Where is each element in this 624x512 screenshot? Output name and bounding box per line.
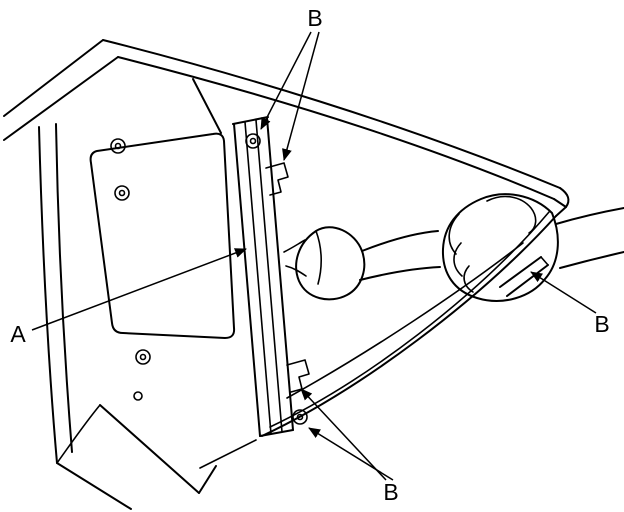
bar-edge <box>233 123 261 437</box>
bottom-clip <box>286 359 310 393</box>
roof-rail-tip <box>553 187 570 208</box>
sill-line-2 <box>99 404 200 494</box>
sill-line-1 <box>56 462 132 510</box>
finger-line <box>463 265 474 293</box>
grommet-icon <box>114 185 130 201</box>
glass-run-channel <box>261 206 567 437</box>
finger-line <box>448 213 460 255</box>
sill-line-4 <box>56 404 101 464</box>
division-bar-a <box>232 116 310 437</box>
window-opening <box>89 132 236 339</box>
top-bolt-icon <box>249 137 257 145</box>
seal-strip <box>283 226 549 301</box>
callout-b-top-leader-2 <box>282 31 320 161</box>
sill-line-3 <box>198 465 217 494</box>
arm-top-line <box>555 207 624 225</box>
thumb-line <box>486 195 537 234</box>
bar-top-cap <box>232 116 269 125</box>
grommet-icon <box>139 353 147 361</box>
callout-b-bottom-label: B <box>383 479 398 505</box>
callout-b-right-label: B <box>594 311 609 337</box>
channel-inner-frame <box>286 242 524 399</box>
body-line-left-outer <box>38 126 58 464</box>
callout-b-top-leader-1 <box>260 31 312 130</box>
callouts: B A B B <box>10 5 609 505</box>
callout-a-label: A <box>10 321 26 347</box>
grommet-icon <box>135 349 151 365</box>
bar-groove <box>244 121 272 435</box>
grommet-icon <box>133 391 143 401</box>
top-bolt-icon <box>245 133 261 149</box>
vehicle-body-outline <box>3 39 570 510</box>
grommet-icon <box>118 189 126 197</box>
grommet-icon <box>114 142 122 150</box>
channel-lower-edge-outer <box>261 215 557 437</box>
roof-rail-outer <box>102 39 561 189</box>
seal-funnel-bottom <box>285 265 307 277</box>
callout-b-bottom-leader-1 <box>300 388 387 481</box>
pillar-line-outer <box>3 39 104 117</box>
panel-grommets <box>110 138 151 401</box>
seal-end-tip <box>540 256 549 266</box>
bar-edge <box>266 117 294 431</box>
seal-run-bottom <box>359 266 441 281</box>
seal-curl <box>295 226 366 301</box>
channel-tip <box>555 206 567 217</box>
hand <box>441 193 624 302</box>
bar-groove <box>255 119 283 433</box>
seal-funnel-top <box>283 239 306 253</box>
seal-end-bottom <box>506 264 549 297</box>
callout-a-leader <box>31 248 247 331</box>
body-line-left-inner <box>55 123 73 453</box>
bottom-bolt-icon <box>292 409 308 425</box>
top-clip <box>265 162 289 196</box>
seal-run-top <box>361 230 439 252</box>
arm-bottom-line <box>559 251 624 269</box>
grommet-icon <box>110 138 126 154</box>
seal-curl-crease <box>315 230 322 285</box>
callout-b-top-label: B <box>307 5 322 31</box>
finger-line <box>453 242 463 277</box>
pillar-edge <box>192 78 222 134</box>
pillar-line-inner <box>3 56 119 141</box>
callout-b-right-leader <box>530 271 597 314</box>
callout-b-bottom-leader-2 <box>308 427 394 481</box>
seal-end-top <box>499 256 542 288</box>
sill-line-5 <box>199 439 257 469</box>
roof-rail-inner <box>117 56 555 200</box>
channel-lower-edge-inner <box>269 211 550 428</box>
fist-outline <box>441 193 559 302</box>
